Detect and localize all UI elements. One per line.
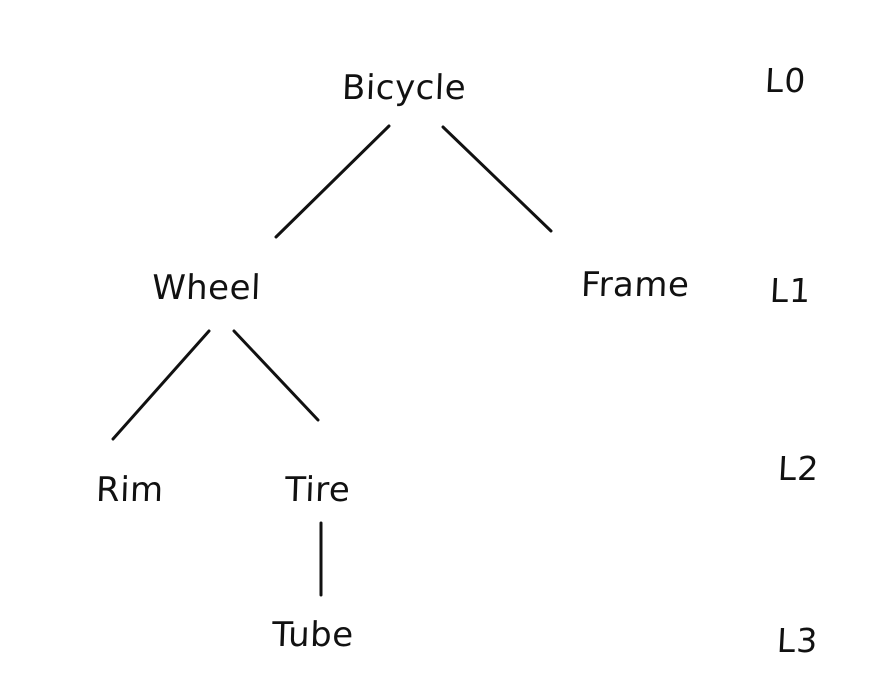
edge-bicycle-wheel: [274, 124, 391, 239]
node-tire[interactable]: Tire: [284, 470, 352, 510]
node-rim[interactable]: Rim: [95, 470, 165, 510]
edge-bicycle-frame: [441, 125, 553, 233]
node-tube[interactable]: Tube: [271, 615, 355, 655]
node-bicycle[interactable]: Bicycle: [341, 68, 467, 108]
level-label-l3: L3: [775, 621, 820, 660]
level-label-l1: L1: [768, 271, 813, 310]
edge-wheel-rim: [111, 329, 211, 441]
level-label-l2: L2: [776, 449, 821, 488]
level-label-l0: L0: [763, 61, 808, 100]
node-frame[interactable]: Frame: [580, 265, 691, 305]
node-wheel[interactable]: Wheel: [151, 268, 262, 308]
edge-wheel-tire: [232, 329, 320, 422]
